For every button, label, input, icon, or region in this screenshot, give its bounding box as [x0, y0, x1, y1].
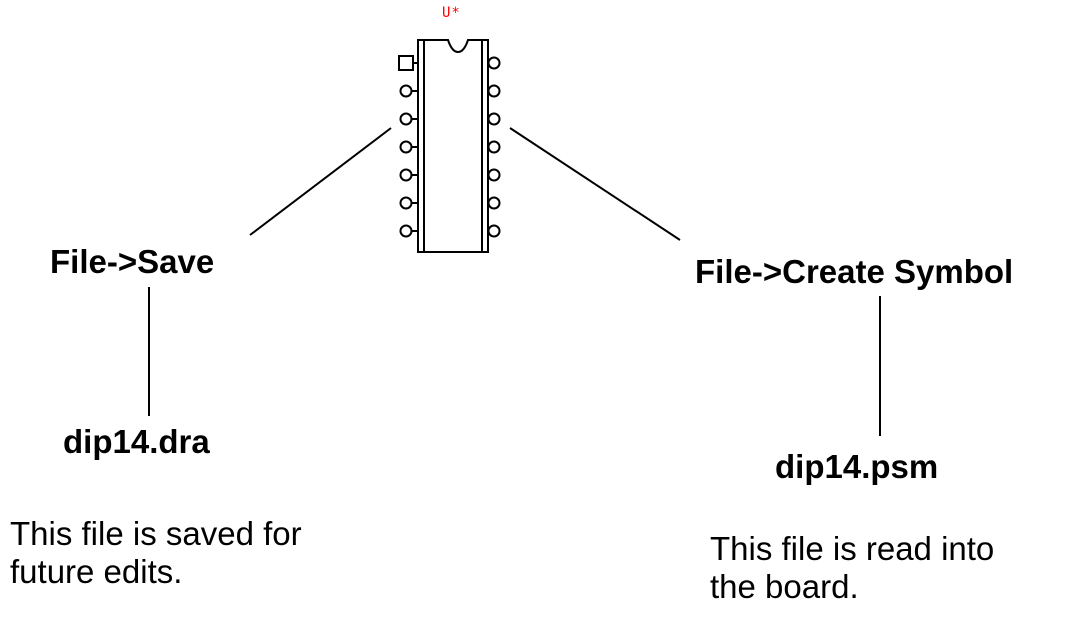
pin-pad-right-12 [487, 112, 501, 126]
right-pin-row [487, 56, 501, 238]
pin-pad-right-14 [487, 56, 501, 70]
pin-pad-left-5 [399, 168, 413, 182]
psm-note-line-1: This file is read into [710, 530, 995, 567]
pin-pad-left-7 [399, 224, 413, 238]
pin-pad-left-4 [399, 140, 413, 154]
psm-note: This file is read into the board. [710, 530, 994, 606]
dra-note-line-1: This file is saved for [10, 515, 302, 552]
dip14-footprint [398, 39, 501, 253]
reference-designator: U* [442, 5, 461, 21]
dra-note: This file is saved for future edits. [10, 515, 302, 591]
pin-pad-left-3 [399, 112, 413, 126]
pin-1-square-pad [398, 55, 414, 71]
save-action-label: File->Save [50, 243, 215, 280]
connector-chip-to-save [249, 127, 392, 236]
pin-pad-right-11 [487, 140, 501, 154]
dra-note-line-2: future edits. [10, 553, 183, 590]
pin-pad-right-8 [487, 224, 501, 238]
connector-chip-to-create-symbol [509, 127, 681, 241]
package-outline [417, 39, 489, 253]
psm-note-line-2: the board. [710, 568, 859, 605]
psm-filename: dip14.psm [775, 448, 939, 485]
pin-pad-right-10 [487, 168, 501, 182]
pin-pad-right-13 [487, 84, 501, 98]
left-pin-row [399, 62, 418, 238]
pin-pad-right-9 [487, 196, 501, 210]
create-symbol-action-label: File->Create Symbol [695, 253, 1014, 290]
dra-filename: dip14.dra [63, 423, 210, 460]
pin-pad-left-6 [399, 196, 413, 210]
pin-pad-left-2 [399, 84, 413, 98]
